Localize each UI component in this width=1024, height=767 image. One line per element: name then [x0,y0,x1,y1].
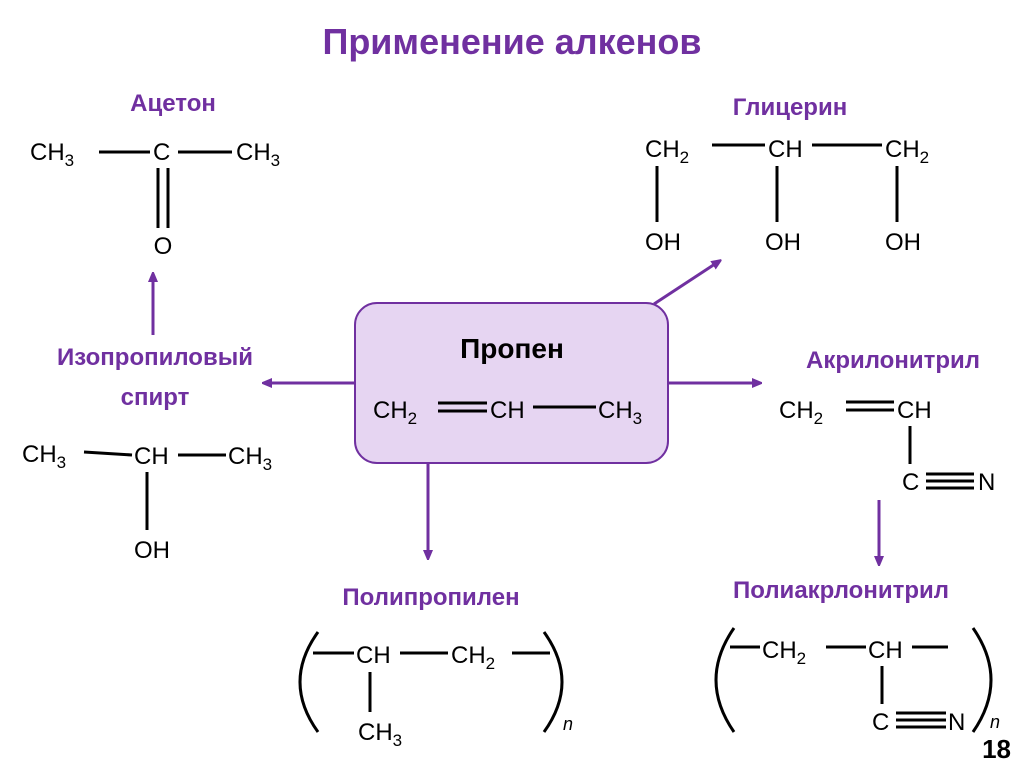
isopropanol-atom-ch3-right: CH3 [228,443,272,474]
glycerin-atom-oh3: OH [885,229,921,256]
isopropanol-label-line1: Изопропиловый [57,344,253,371]
isopropanol-group: Изопропиловый спирт CH3 CH CH3 OH [22,344,272,564]
polypropylene-atom-ch: CH [356,642,391,669]
isopropanol-bond-left [83,450,133,457]
glycerin-atom-oh2: OH [765,229,801,256]
acrylonitrile-atom-ch: CH [897,397,932,424]
acrylonitrile-atom-n: N [978,469,995,496]
glycerin-atom-ch2-1: CH2 [645,136,689,167]
propene-label: Пропен [460,333,564,364]
polyacrylonitrile-index-n: n [990,712,1000,732]
polyacrylonitrile-label: Полиакрлонитрил [733,577,949,604]
polyacrylonitrile-atom-n: N [948,709,965,736]
glycerin-label: Глицерин [733,94,847,121]
polypropylene-index-n: n [563,714,573,734]
acrylonitrile-group: Акрилонитрил CH2 CH C N [779,347,995,496]
acrylonitrile-atom-ch2: CH2 [779,397,823,428]
polypropylene-atom-ch2: CH2 [451,642,495,673]
propene-atom-ch3: CH3 [598,397,642,428]
polypropylene-atom-ch3: CH3 [358,719,402,750]
isopropanol-atom-ch3-left: CH3 [22,441,66,472]
propene-atom-ch2: CH2 [373,397,417,428]
polyacrylonitrile-group: Полиакрлонитрил CH2 CH C N n [714,577,1000,736]
page-title: Применение алкенов [322,21,701,62]
acetone-atom-ch3-right: CH3 [236,139,280,170]
glycerin-atom-oh1: OH [645,229,681,256]
polyacrylonitrile-paren-left [714,627,736,733]
polypropylene-paren-right [542,631,564,733]
propene-atom-ch: CH [490,397,525,424]
polyacrylonitrile-atom-ch2: CH2 [762,637,806,668]
acetone-group: Ацетон CH3 C CH3 O [30,90,280,260]
polyacrylonitrile-paren-right [971,627,993,733]
acetone-atom-ch3-left: CH3 [30,139,74,170]
isopropanol-atom-ch: CH [134,443,169,470]
acrylonitrile-label: Акрилонитрил [806,347,980,374]
propene-box-frame [354,302,669,464]
polypropylene-label: Полипропилен [342,584,519,611]
acrylonitrile-atom-c: C [902,469,919,496]
glycerin-group: Глицерин CH2 CH CH2 OH OH OH [645,94,929,256]
isopropanol-label-line2: спирт [121,384,190,411]
polypropylene-paren-left [298,631,320,733]
acetone-atom-c: C [153,139,170,166]
propene-box: Пропен CH2 CH CH3 [354,302,669,464]
page-number: 18 [982,734,1011,764]
polypropylene-group: Полипропилен CH CH2 CH3 n [298,584,573,750]
glycerin-atom-ch: CH [768,136,803,163]
polyacrylonitrile-atom-ch: CH [868,637,903,664]
acetone-atom-o: O [154,233,173,260]
polyacrylonitrile-atom-c: C [872,709,889,736]
glycerin-atom-ch2-3: CH2 [885,136,929,167]
isopropanol-atom-oh: OH [134,537,170,564]
arrow-propene-to-glycerin [653,262,718,306]
acetone-label: Ацетон [130,90,216,117]
